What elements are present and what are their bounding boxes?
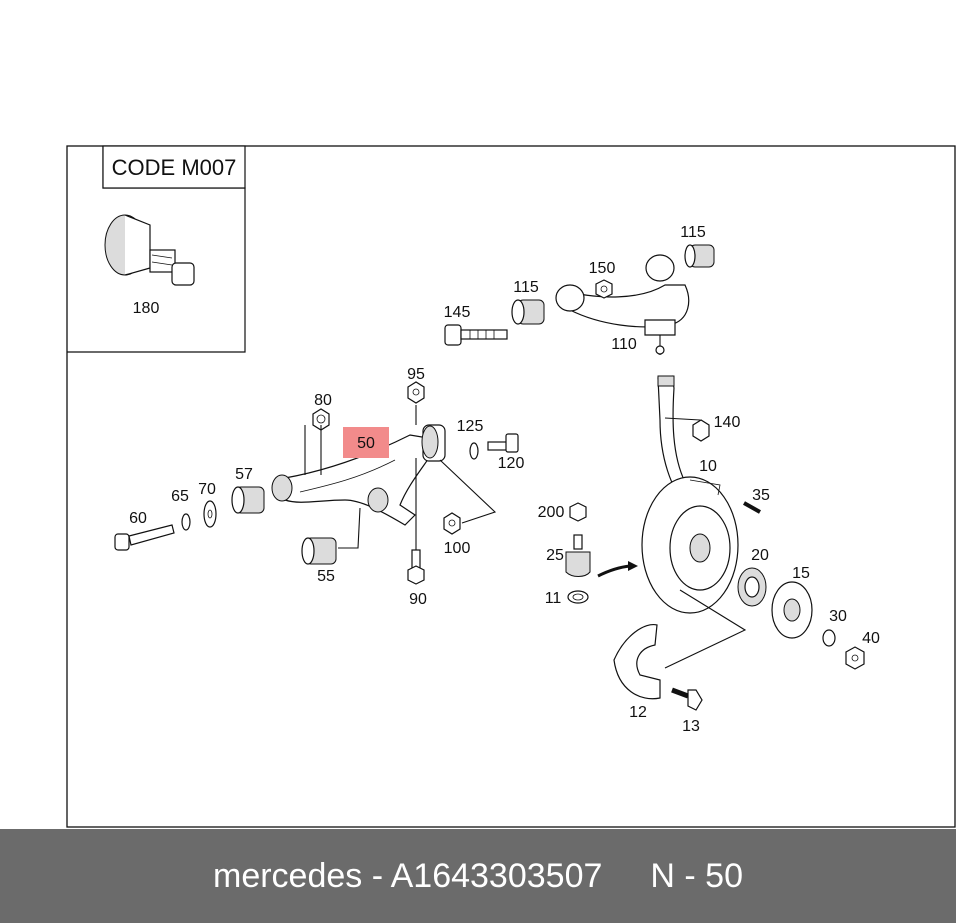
nut-40	[845, 646, 865, 670]
label-80: 80	[314, 392, 332, 409]
nut-150	[595, 279, 613, 299]
bearing-20	[737, 567, 767, 607]
label-20: 20	[751, 547, 769, 564]
bushing-55	[301, 537, 337, 565]
label-30: 30	[829, 608, 847, 625]
label-200: 200	[538, 504, 565, 521]
nut-100	[443, 512, 461, 535]
ring-11	[567, 590, 589, 604]
footer-bar: mercedes - A1643303507 N - 50	[0, 829, 956, 923]
bolt-60	[114, 524, 175, 551]
label-13: 13	[682, 718, 700, 735]
label-120: 120	[498, 455, 525, 472]
label-95: 95	[407, 366, 425, 383]
bushing-57	[231, 486, 265, 514]
nut-95	[407, 381, 425, 404]
washer-80	[312, 408, 330, 431]
label-100: 100	[444, 540, 471, 557]
exploded-parts-diagram: CODE M007	[66, 145, 956, 828]
label-15: 15	[792, 565, 810, 582]
label-145: 145	[444, 304, 471, 321]
lower-control-arm-50	[271, 424, 446, 526]
highlight-marker	[343, 427, 389, 458]
wheel-hub-15	[771, 581, 813, 639]
label-25: 25	[546, 547, 564, 564]
leader-lines	[304, 405, 747, 669]
diagram-frame	[66, 145, 956, 828]
code-box	[102, 145, 246, 189]
nut-140	[692, 419, 710, 442]
washer-65	[181, 513, 191, 531]
label-180: 180	[133, 300, 160, 317]
label-140: 140	[714, 414, 741, 431]
bolt-120	[487, 433, 519, 453]
label-10: 10	[699, 458, 717, 475]
upper-control-arm-110	[555, 254, 690, 355]
label-115a: 115	[680, 224, 706, 241]
label-55: 55	[317, 568, 335, 585]
label-60: 60	[129, 510, 147, 527]
label-125: 125	[457, 418, 484, 435]
label-57: 57	[235, 466, 253, 483]
label-90: 90	[409, 591, 427, 608]
assembly-arrow	[597, 561, 638, 578]
label-40: 40	[862, 630, 880, 647]
pin-35	[743, 501, 761, 514]
brake-disc	[641, 476, 739, 614]
label-50: 50	[357, 435, 375, 452]
label-11: 11	[545, 590, 562, 607]
part-number-text: mercedes - A1643303507	[213, 856, 603, 895]
bolt-145	[444, 324, 508, 346]
bushing-115-left	[511, 299, 545, 325]
label-150: 150	[589, 260, 616, 277]
label-70: 70	[198, 481, 216, 498]
code-box-label: CODE M007	[112, 155, 237, 180]
label-65: 65	[171, 488, 189, 505]
washer-70	[203, 500, 217, 528]
cv-joint-180	[104, 214, 195, 286]
label-115b: 115	[513, 279, 539, 296]
label-35: 35	[752, 487, 770, 504]
ball-joint-25	[565, 534, 591, 577]
bolt-13	[671, 687, 703, 711]
label-110: 110	[611, 336, 637, 353]
part-labels: 180 115 115 150 145 110 95 80 50 125 120…	[129, 224, 880, 735]
label-12: 12	[629, 704, 647, 721]
nut-200	[569, 502, 587, 522]
circlip-30	[822, 629, 836, 647]
bushing-115-right	[684, 244, 715, 268]
washer-125	[469, 442, 479, 460]
bolt-90	[407, 549, 425, 585]
dust-shield-12	[613, 624, 661, 700]
position-text: N - 50	[650, 856, 743, 895]
